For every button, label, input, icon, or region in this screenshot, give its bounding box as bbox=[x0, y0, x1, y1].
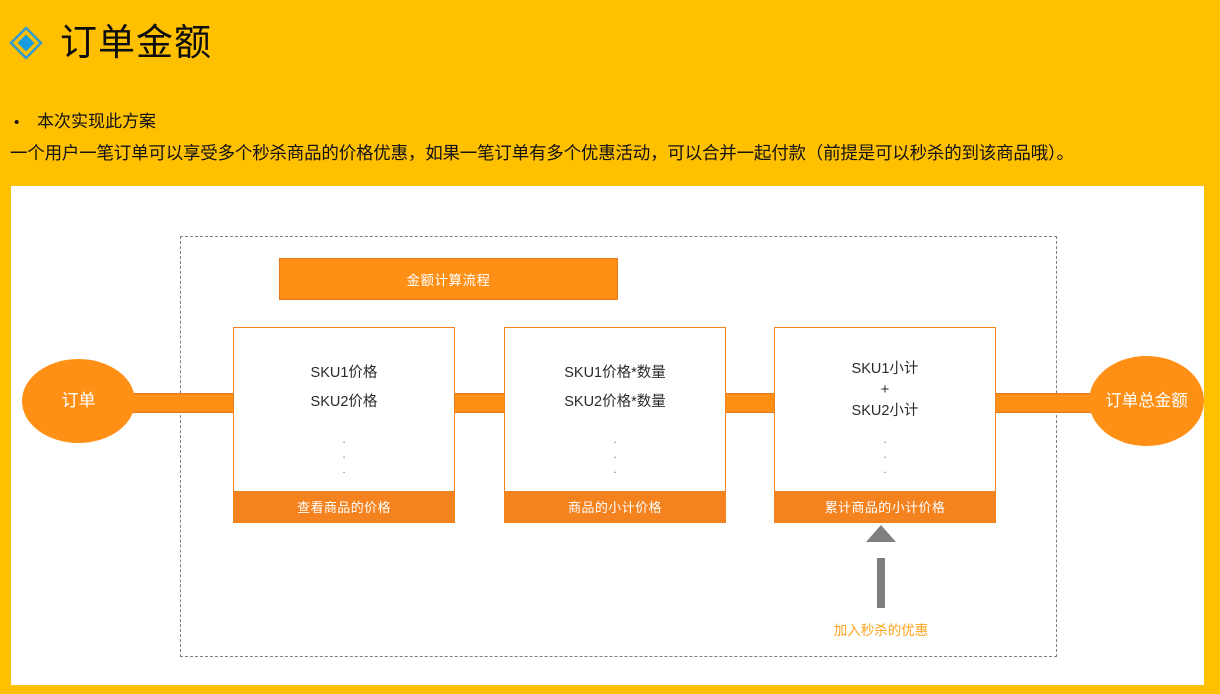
connector-stage1-to-stage2 bbox=[451, 393, 508, 413]
stage-1-line-2: SKU2价格 bbox=[310, 394, 378, 410]
dashed-grouping-region bbox=[180, 236, 1057, 657]
connector-stage2-to-stage3 bbox=[722, 393, 778, 413]
stage-2-footer: 商品的小计价格 bbox=[505, 491, 725, 522]
stage-1-ellipsis: . . . bbox=[234, 432, 454, 477]
stage-box-2-body: SKU1价格*数量 SKU2价格*数量 . . . bbox=[505, 328, 725, 491]
up-arrow-stem bbox=[877, 558, 885, 608]
flow-banner-label: 金额计算流程 bbox=[406, 273, 491, 288]
stage-2-line-2: SKU2价格*数量 bbox=[564, 394, 666, 410]
connector-start-to-stage1 bbox=[129, 393, 237, 413]
flow-banner: 金额计算流程 bbox=[279, 258, 618, 300]
stage-3-ellipsis: . . . bbox=[775, 432, 995, 477]
stage-3-line-2: + bbox=[880, 382, 890, 398]
stage-1-line-1: SKU1价格 bbox=[310, 365, 378, 381]
stage-1-footer: 查看商品的价格 bbox=[234, 491, 454, 522]
connector-stage3-to-end bbox=[992, 393, 1095, 413]
title-row: 订单金额 bbox=[8, 16, 212, 70]
bullet-label: 本次实现此方案 bbox=[37, 112, 156, 132]
stage-box-3-body: SKU1小计 + SKU2小计 . . . bbox=[775, 328, 995, 491]
stage-1-dot-1: . bbox=[342, 432, 346, 446]
stage-2-dot-1: . bbox=[613, 432, 617, 446]
stage-box-2: SKU1价格*数量 SKU2价格*数量 . . . 商品的小计价格 bbox=[504, 327, 726, 523]
diagram-canvas: 金额计算流程 订单 SKU1价格 SKU2价格 . . . 查看商品的价格 bbox=[11, 186, 1204, 685]
page-title: 订单金额 bbox=[60, 21, 212, 64]
stage-3-line-1: SKU1小计 bbox=[851, 361, 919, 377]
stage-box-3: SKU1小计 + SKU2小计 . . . 累计商品的小计价格 bbox=[774, 327, 996, 523]
annotation-label: 加入秒杀的优惠 bbox=[833, 623, 929, 638]
stage-3-dot-1: . bbox=[883, 432, 887, 446]
bullet-row: • 本次实现此方案 bbox=[14, 112, 156, 134]
stage-1-dot-2: . bbox=[342, 447, 346, 461]
stage-3-line-3: SKU2小计 bbox=[851, 403, 919, 419]
node-order-start-label: 订单 bbox=[61, 391, 96, 410]
stage-3-dot-3: . bbox=[883, 462, 887, 476]
slide-header: 订单金额 • 本次实现此方案 一个用户一笔订单可以享受多个秒杀商品的价格优惠，如… bbox=[0, 0, 1220, 186]
node-order-total: 订单总金额 bbox=[1089, 356, 1204, 446]
stage-2-dot-3: . bbox=[613, 462, 617, 476]
node-order-total-label: 订单总金额 bbox=[1105, 392, 1188, 410]
stage-3-footer: 累计商品的小计价格 bbox=[775, 491, 995, 522]
stage-1-dot-3: . bbox=[342, 462, 346, 476]
stage-2-line-1: SKU1价格*数量 bbox=[564, 365, 666, 381]
up-arrow-icon bbox=[866, 525, 896, 542]
description-paragraph: 一个用户一笔订单可以享受多个秒杀商品的价格优惠，如果一笔订单有多个优惠活动，可以… bbox=[10, 144, 1074, 164]
stage-2-dot-2: . bbox=[613, 447, 617, 461]
stage-3-dot-2: . bbox=[883, 447, 887, 461]
bullet-marker: • bbox=[14, 114, 20, 131]
stage-box-1-body: SKU1价格 SKU2价格 . . . bbox=[234, 328, 454, 491]
stage-box-1: SKU1价格 SKU2价格 . . . 查看商品的价格 bbox=[233, 327, 455, 523]
stage-2-ellipsis: . . . bbox=[505, 432, 725, 477]
node-order-start: 订单 bbox=[22, 359, 135, 443]
blue-diamond-icon bbox=[8, 25, 44, 61]
